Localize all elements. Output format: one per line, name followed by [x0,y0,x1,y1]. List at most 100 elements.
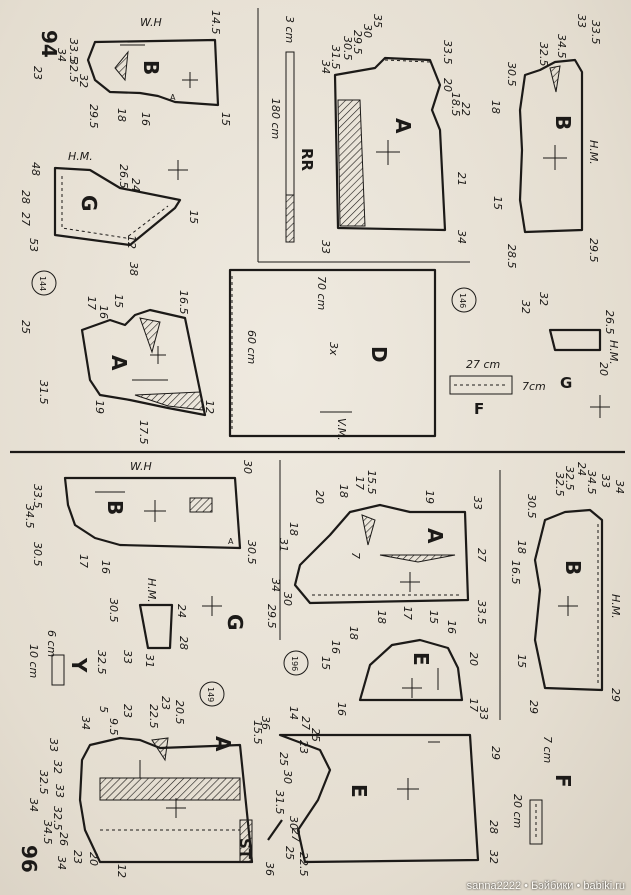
svg-text:17: 17 [401,606,414,620]
svg-text:16.5: 16.5 [509,560,522,585]
pattern-piece-f-bottom: 20 cm 7 cm F [511,736,575,845]
svg-text:32: 32 [537,292,550,306]
svg-text:29: 29 [609,688,622,702]
svg-text:A: A [391,118,415,134]
svg-text:23: 23 [159,696,172,710]
svg-text:26.5: 26.5 [603,310,616,335]
svg-text:30: 30 [241,460,254,474]
svg-text:34.5: 34.5 [41,820,54,845]
svg-text:33.5: 33.5 [475,600,488,625]
svg-text:RR: RR [298,148,316,172]
svg-text:34.5: 34.5 [23,504,36,529]
svg-text:18: 18 [515,540,528,554]
svg-text:32.5: 32.5 [553,472,566,497]
svg-text:34: 34 [55,48,68,62]
svg-text:10 cm: 10 cm [27,644,40,678]
pattern-piece-rr: 3 cm 180 cm RR [269,16,316,243]
svg-text:3 cm: 3 cm [283,16,296,43]
svg-text:28: 28 [177,636,190,650]
svg-text:33: 33 [599,474,612,488]
svg-text:30: 30 [361,24,374,38]
svg-text:32.5: 32.5 [67,58,80,83]
svg-text:27: 27 [289,828,302,842]
svg-text:B: B [103,500,127,515]
svg-text:G: G [560,374,572,392]
svg-text:12: 12 [115,864,128,878]
svg-text:16: 16 [445,620,458,634]
svg-text:25: 25 [19,320,32,334]
pattern-piece-b-top: B W.H 33.5 34 32.5 23 32 29.5 18 16 A 15… [31,10,232,129]
svg-text:18: 18 [375,610,388,624]
svg-text:32.5: 32.5 [563,466,576,491]
svg-text:20: 20 [467,652,480,666]
svg-text:B: B [139,60,163,75]
svg-text:29: 29 [489,746,502,760]
svg-text:12: 12 [125,235,138,249]
svg-text:30: 30 [281,770,294,784]
svg-text:22.5: 22.5 [297,852,310,877]
svg-text:A: A [423,528,447,544]
svg-text:F: F [551,774,575,788]
svg-text:33: 33 [319,240,332,254]
svg-text:15: 15 [427,610,440,624]
svg-text:20: 20 [441,78,454,92]
svg-text:26.5: 26.5 [117,164,130,189]
svg-text:31.5: 31.5 [273,790,286,815]
svg-text:23: 23 [297,740,310,754]
svg-text:18: 18 [337,484,350,498]
svg-text:V.M.: V.M. [335,418,348,441]
svg-text:30: 30 [287,816,300,830]
page-number: 94 [37,30,61,58]
svg-text:32: 32 [487,850,500,864]
svg-text:17: 17 [85,296,98,310]
svg-text:30: 30 [281,592,294,606]
pattern-piece-a-196: A 20 18 17 15.5 19 33 18 31 7 27 34 29.5… [265,470,488,629]
page-number: 96 [17,845,41,873]
svg-text:33: 33 [575,14,588,28]
svg-text:36: 36 [259,716,272,730]
svg-text:31: 31 [143,654,156,668]
svg-text:17.5: 17.5 [137,420,150,445]
svg-text:20 cm: 20 cm [511,794,524,828]
svg-text:17: 17 [353,476,366,490]
svg-text:34: 34 [455,230,468,244]
svg-text:27 cm: 27 cm [466,358,500,371]
svg-text:30.5: 30.5 [31,542,44,567]
svg-text:16: 16 [99,560,112,574]
svg-text:G: G [223,614,247,630]
svg-text:17: 17 [467,698,480,712]
svg-text:34: 34 [79,716,92,730]
svg-text:W.H: W.H [140,16,162,29]
svg-text:B: B [561,560,585,575]
pattern-piece-g-top: G H.M. 48 28 27 53 24 26.5 12 15 38 [19,150,200,276]
svg-text:53: 53 [27,238,40,252]
svg-text:70 cm: 70 cm [315,276,328,310]
svg-text:20.5: 20.5 [173,700,186,725]
svg-text:24: 24 [175,604,188,618]
svg-text:H.M.: H.M. [609,594,622,619]
svg-text:5: 5 [97,706,110,713]
model-number-146: 146 [451,287,477,313]
svg-text:32.5: 32.5 [51,806,64,831]
svg-text:H.M.: H.M. [68,150,93,163]
svg-text:23: 23 [71,850,84,864]
svg-text:F: F [474,400,484,418]
svg-text:33: 33 [477,706,490,720]
svg-text:30.5: 30.5 [525,494,538,519]
svg-text:E: E [409,652,433,666]
pattern-piece-e-bottom: E 14 33 29 28 32 22.5 25 27 30 31.5 30 2… [267,706,502,877]
svg-text:W.H: W.H [130,460,152,473]
svg-text:34: 34 [269,578,282,592]
svg-text:28.5: 28.5 [505,244,518,269]
pattern-piece-y: 10 cm 6 cm Y [27,630,91,686]
svg-text:24: 24 [575,462,588,476]
svg-text:A: A [211,736,235,752]
svg-text:28: 28 [19,190,32,204]
svg-text:H.M.: H.M. [587,140,600,165]
svg-text:35: 35 [371,14,384,28]
pattern-piece-b-149: B W.H 33.5 34.5 30 30.5 17 16 A 30.5 [23,460,258,574]
pattern-piece-b-196: B H.M. 32.5 32.5 24 34.5 33 34 30.5 16.5… [509,462,626,714]
svg-text:18: 18 [287,522,300,536]
svg-text:21: 21 [455,172,468,186]
svg-text:15.5: 15.5 [251,720,264,745]
